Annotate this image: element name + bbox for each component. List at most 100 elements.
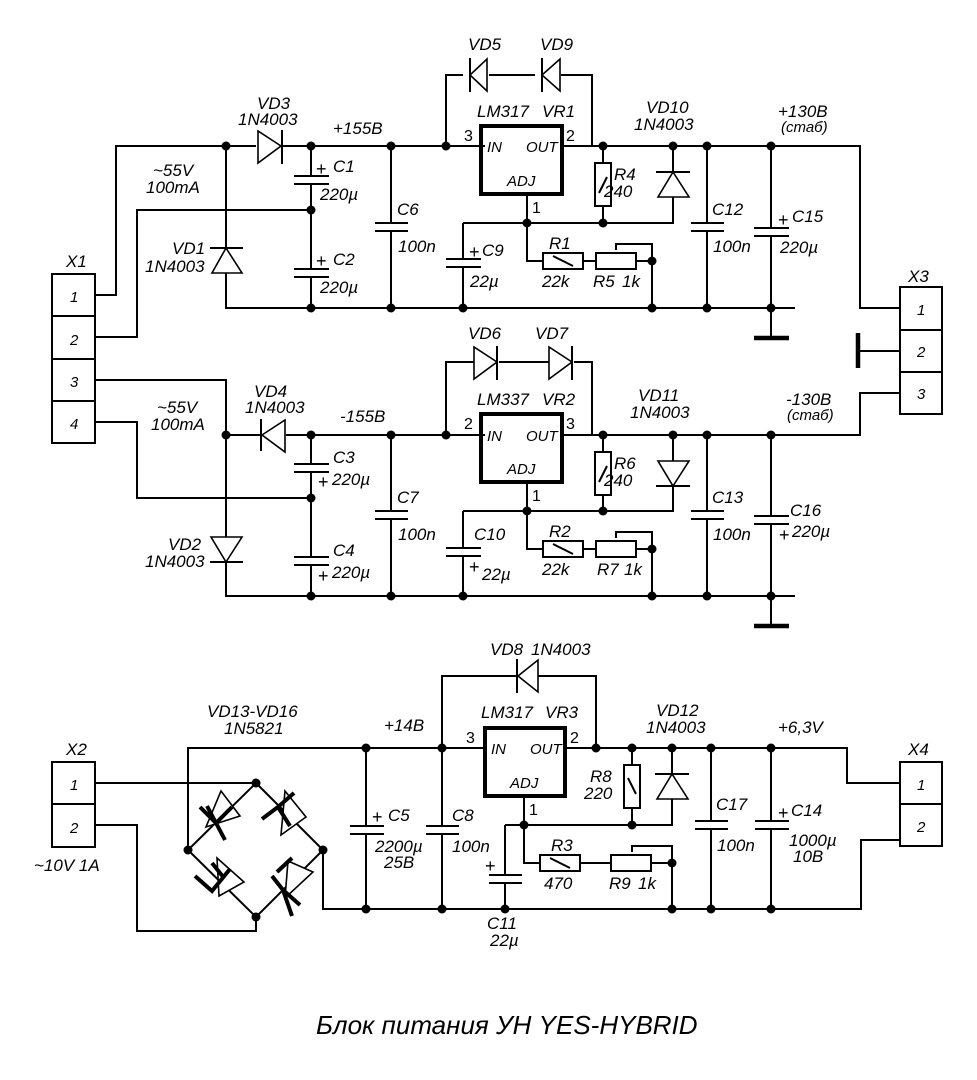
vd1-part: 1N4003 [145, 257, 205, 276]
c8-label: C8 [452, 806, 474, 825]
c14-label: C14 [791, 801, 822, 820]
x4-pin-1 [899, 761, 943, 805]
rail-low-out-label: +6,3V [778, 718, 825, 737]
c15-label: C15 [792, 207, 824, 226]
bridge-diode-4 [270, 856, 315, 917]
c7-label: C7 [397, 488, 419, 507]
c11-label: C11 [487, 914, 517, 933]
r7-value: 1k [624, 560, 643, 579]
wire [526, 511, 543, 550]
r7-label: R7 [597, 560, 619, 579]
r5-value: 1k [622, 272, 641, 291]
vd2-part: 1N4003 [145, 552, 205, 571]
input-voltage-upper: ~55V [153, 161, 195, 180]
diode-vd4: VD4 1N4003 [245, 382, 305, 454]
vd10-part: 1N4003 [634, 115, 694, 134]
bridge-part: 1N5821 [224, 719, 284, 738]
diode-vd8: VD8 1N4003 [490, 640, 591, 694]
vr2-pin-out: 3 [566, 416, 575, 433]
junctions [183, 743, 776, 922]
x3-pin-3 [899, 371, 943, 415]
resistor-r1: R1 22k [541, 234, 584, 291]
c9-label: C9 [482, 241, 504, 260]
wire [523, 825, 540, 864]
capacitor-c16: C16 + 220µ [753, 501, 830, 545]
vd6-label: VD6 [468, 324, 502, 343]
vd3-label: VD3 [257, 94, 291, 113]
vr1-in-label: IN [487, 139, 502, 156]
junctions [221, 141, 776, 313]
vd4-part: 1N4003 [245, 398, 305, 417]
x1-pin-3-label: 3 [70, 374, 79, 391]
vd5-label: VD5 [468, 35, 502, 54]
vr3-out-label: OUT [530, 741, 564, 758]
capacitor-c1: + C1 220µ [293, 157, 358, 204]
bridge-diode-3 [193, 856, 246, 898]
x4-pin-1-label: 1 [917, 777, 925, 794]
vr1-pin-out: 2 [566, 128, 575, 145]
wire [225, 146, 795, 309]
x3-pin-2-label: 2 [916, 344, 926, 361]
connector-x2-label: X2 [65, 740, 87, 759]
vr2-part: LM337 [477, 390, 530, 409]
vr3-in-label: IN [491, 741, 506, 758]
wire [225, 435, 795, 597]
c3-value: 220µ [331, 470, 370, 489]
vr1-part: LM317 [477, 102, 530, 121]
x2-pin-2-label: 2 [69, 820, 79, 837]
vr3-pin-adj: 1 [529, 802, 538, 819]
vr1-label: VR1 [542, 102, 575, 121]
c13-value: 100n [713, 525, 751, 544]
vr3-label: VR3 [545, 703, 579, 722]
capacitor-c7: C7 100n [374, 488, 436, 544]
capacitor-c11: + C11 22µ [485, 856, 523, 950]
vr2-pin-in: 2 [464, 416, 473, 433]
c4-label: C4 [333, 541, 355, 560]
capacitor-c13: C13 100n [690, 488, 751, 544]
potentiometer-r5: R5 1k [593, 252, 641, 291]
wire [95, 824, 257, 932]
r6-label: R6 [614, 454, 636, 473]
resistor-r8: R8 220 [583, 764, 641, 809]
wire [562, 392, 900, 436]
capacitor-c12: C12 100n [690, 200, 751, 256]
x1-pin-2-label: 2 [69, 332, 79, 349]
c11-polarity: + [485, 856, 496, 876]
vd11-label: VD11 [638, 386, 679, 405]
r6-value: 240 [603, 471, 633, 490]
rail-pos-out-note: (стаб) [781, 119, 828, 136]
wire [445, 74, 463, 146]
c5-voltage: 25B [383, 853, 414, 872]
capacitor-c17: C17 100n [694, 795, 755, 855]
c6-label: C6 [397, 200, 419, 219]
wire [95, 379, 227, 435]
r1-label: R1 [549, 234, 571, 253]
connector-x4-label: X4 [907, 740, 929, 759]
regulator-vr3: LM317 VR3 IN OUT ADJ 3 2 1 [466, 703, 579, 819]
c5-label: C5 [388, 806, 410, 825]
vr2-out-label: OUT [526, 428, 560, 445]
c12-label: C12 [712, 200, 744, 219]
c5-value: 2200µ [374, 837, 423, 856]
r5-label: R5 [593, 272, 615, 291]
vr3-adj-label: ADJ [509, 775, 539, 792]
wire [445, 361, 474, 435]
x1-pin-4-label: 4 [70, 416, 78, 433]
c1-polarity: + [316, 159, 327, 179]
r4-label: R4 [614, 165, 636, 184]
vd10-label: VD10 [646, 98, 689, 117]
diode-vd3: VD3 1N4003 [238, 94, 298, 165]
vd4-label: VD4 [254, 382, 287, 401]
wire [615, 531, 653, 596]
c14-value: 1000µ [789, 831, 837, 850]
c17-label: C17 [716, 795, 748, 814]
c12-value: 100n [713, 237, 751, 256]
input-voltage-lower: ~55V [157, 398, 199, 417]
vd1-label: VD1 [172, 239, 205, 258]
c16-value: 220µ [791, 522, 830, 541]
c14-voltage: 10B [793, 847, 823, 866]
c8-value: 100n [452, 837, 490, 856]
vr3-pin-out: 2 [570, 730, 579, 747]
r4-value: 240 [603, 182, 633, 201]
capacitor-c2: + C2 220µ [293, 250, 358, 297]
